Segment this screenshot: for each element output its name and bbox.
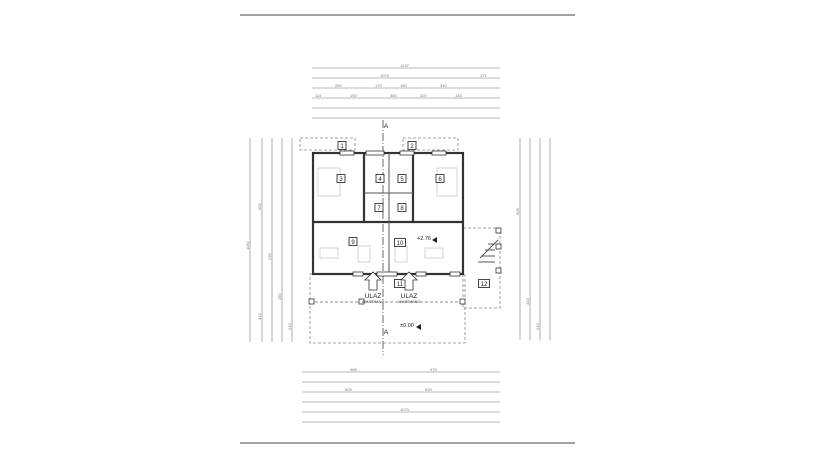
apartment-3-label: APARTMAN 3 — [398, 300, 420, 304]
dimension-value: 475 — [430, 367, 437, 372]
room-number-box — [336, 174, 346, 183]
room-number: 8 — [400, 206, 404, 212]
room-number: 2 — [410, 144, 414, 150]
level-ground: ±0.00 — [400, 323, 414, 329]
dimension-value: 340 — [440, 83, 447, 88]
level-marker-icon — [432, 237, 437, 243]
building-outline — [311, 151, 465, 276]
dimension-value: 415 — [257, 313, 262, 320]
dimension-value: 115 — [315, 93, 322, 98]
room-number: 1 — [340, 144, 344, 150]
room-number: 10 — [397, 241, 404, 247]
entrance-arrow-apartment-2 — [364, 271, 382, 291]
pillars — [308, 227, 502, 305]
room-number-box — [435, 174, 445, 183]
room-number: 7 — [377, 206, 381, 212]
terrace — [309, 273, 466, 303]
room-number-box — [394, 238, 406, 247]
dimension-value: 380 — [390, 93, 397, 98]
room-number-box — [397, 174, 407, 183]
room-number-box — [407, 141, 417, 150]
room-number-box — [337, 141, 347, 150]
entrance-label: ULAZ — [365, 293, 382, 300]
section-mark-bottom: A — [384, 329, 389, 336]
dimension-value: 320 — [420, 93, 427, 98]
apartment-2-label: APARTMAN 2 — [362, 300, 384, 304]
room-number: 12 — [481, 282, 488, 288]
yard — [309, 301, 466, 344]
dimension-value: 1160 — [245, 241, 250, 250]
dimension-value: 235 — [267, 253, 272, 260]
entrance-label: ULAZ — [401, 293, 418, 300]
section-mark-top: A — [384, 123, 389, 130]
dimension-value: 210 — [535, 323, 540, 330]
dimension-value: 145 — [455, 93, 462, 98]
entrance-arrow-apartment-3 — [400, 271, 418, 291]
dimension-value: 250 — [277, 293, 282, 300]
room-number-box — [375, 174, 385, 183]
dimension-value: 177 — [480, 73, 487, 78]
dimension-value: 905 — [257, 203, 262, 210]
dimension-value: 1247 — [400, 63, 410, 68]
dimension-value: 150 — [350, 93, 357, 98]
room-number: 3 — [339, 177, 343, 183]
room-number: 6 — [438, 177, 442, 183]
level-upper: +2.76 — [417, 236, 431, 242]
staircase — [478, 239, 499, 263]
room-number: 4 — [378, 177, 382, 183]
windows — [339, 150, 461, 277]
dimension-value: 465 — [350, 367, 357, 372]
dimension-value: 210 — [287, 323, 292, 330]
room-number-box — [348, 237, 358, 246]
balcony-right — [402, 137, 459, 151]
balcony-left — [299, 137, 356, 151]
dimension-value: 415 — [525, 298, 530, 305]
dimension-value: 1070 — [380, 73, 390, 78]
stair-area — [462, 227, 501, 309]
dimension-value: 525 — [345, 387, 352, 392]
dimension-value: 250 — [335, 83, 342, 88]
room-number-box — [397, 203, 407, 212]
dimension-value: 1070 — [400, 407, 410, 412]
room-number: 11 — [397, 282, 404, 288]
level-marker-icon — [416, 324, 421, 330]
room-number: 5 — [400, 177, 404, 183]
dimension-value: 150 — [400, 83, 407, 88]
room-number-box — [478, 279, 490, 288]
dimension-value: 905 — [515, 208, 520, 215]
dimension-value: 620 — [425, 387, 432, 392]
dimension-value: 170 — [375, 83, 382, 88]
room-number-box — [374, 203, 384, 212]
room-number: 9 — [351, 240, 355, 246]
